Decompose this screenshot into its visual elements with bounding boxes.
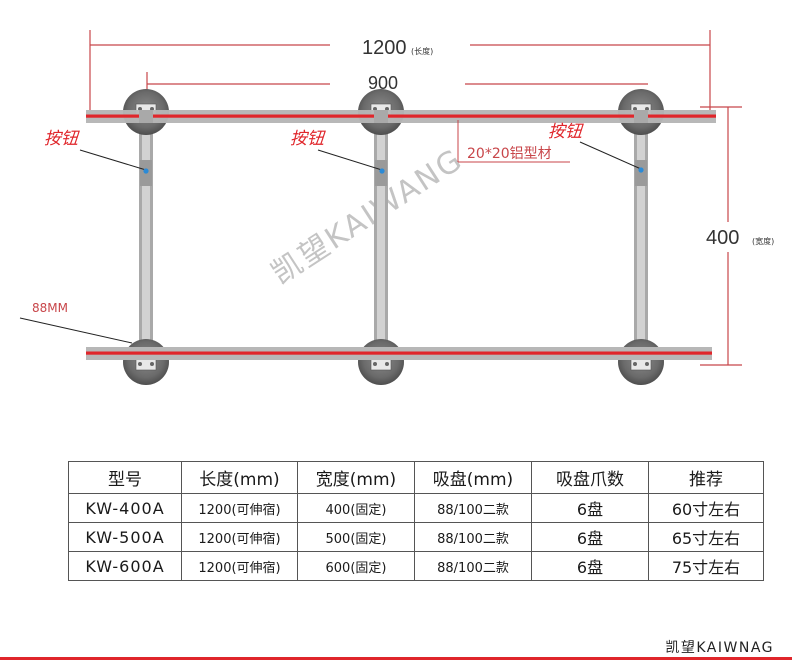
arm-left: [139, 112, 153, 362]
header-width: 宽度(mm): [297, 461, 415, 494]
cell-recommend: 65寸左右: [648, 522, 764, 552]
cell-width: 400(固定): [297, 493, 415, 523]
arm-middle: [374, 112, 388, 362]
cell-cup-count: 6盘: [531, 493, 649, 523]
cell-model: KW-400A: [68, 493, 182, 523]
suction-size-label: 88MM: [32, 301, 68, 315]
table-header-row: 型号 长度(mm) 宽度(mm) 吸盘(mm) 吸盘爪数 推荐: [68, 461, 764, 494]
bottom-rail: [86, 347, 712, 360]
cell-length: 1200(可伸宿): [181, 522, 298, 552]
cell-suction: 88/100二款: [414, 493, 532, 523]
profile-leader: [457, 120, 570, 163]
table-row: KW-500A 1200(可伸宿) 500(固定) 88/100二款 6盘 65…: [68, 522, 764, 552]
cell-length: 1200(可伸宿): [181, 493, 298, 523]
profile-label: 20*20铝型材: [467, 146, 552, 162]
suction-cup-bottom-right: [618, 339, 664, 385]
length-note: (长度): [411, 46, 433, 56]
dimension-length-1200: [89, 30, 711, 110]
length-value: 1200: [362, 37, 407, 59]
width-note: (宽度): [752, 236, 774, 246]
product-diagram: 凯望KAIWANG 1200 (长度) 900 400 (宽度): [19, 30, 774, 385]
cell-length: 1200(可伸宿): [181, 551, 298, 581]
cell-width: 600(固定): [297, 551, 415, 581]
width-value: 400: [706, 227, 739, 249]
cell-model: KW-600A: [68, 551, 182, 581]
watermark-text: 凯望KAIWANG: [265, 142, 469, 292]
suction-cup-bottom-middle: [358, 339, 404, 385]
button-right: [579, 141, 644, 173]
button-label-left: 按钮: [44, 129, 80, 149]
button-middle: [317, 149, 385, 174]
header-model: 型号: [68, 461, 182, 494]
button-label-right: 按钮: [548, 122, 584, 142]
cell-cup-count: 6盘: [531, 522, 649, 552]
header-length: 长度(mm): [181, 461, 298, 494]
cell-suction: 88/100二款: [414, 522, 532, 552]
dimension-width-400: [700, 106, 742, 366]
button-label-middle: 按钮: [290, 129, 326, 149]
cell-recommend: 75寸左右: [648, 551, 764, 581]
suction-leader: [19, 317, 133, 344]
footer-divider: [0, 657, 792, 660]
footer-brand: 凯望KAIWNAG: [665, 640, 774, 656]
cell-cup-count: 6盘: [531, 551, 649, 581]
header-suction: 吸盘(mm): [414, 461, 532, 494]
arm-right: [634, 112, 648, 362]
inner-value: 900: [368, 73, 398, 93]
cell-width: 500(固定): [297, 522, 415, 552]
cell-model: KW-500A: [68, 522, 182, 552]
table-row: KW-600A 1200(可伸宿) 600(固定) 88/100二款 6盘 75…: [68, 551, 764, 581]
suction-cup-bottom-left: [123, 339, 169, 385]
button-left: [79, 149, 149, 174]
header-cup-count: 吸盘爪数: [531, 461, 649, 494]
table-row: KW-400A 1200(可伸宿) 400(固定) 88/100二款 6盘 60…: [68, 493, 764, 523]
cell-recommend: 60寸左右: [648, 493, 764, 523]
cell-suction: 88/100二款: [414, 551, 532, 581]
header-recommend: 推荐: [648, 461, 764, 494]
spec-table: 型号 长度(mm) 宽度(mm) 吸盘(mm) 吸盘爪数 推荐 KW-400A …: [68, 461, 764, 581]
